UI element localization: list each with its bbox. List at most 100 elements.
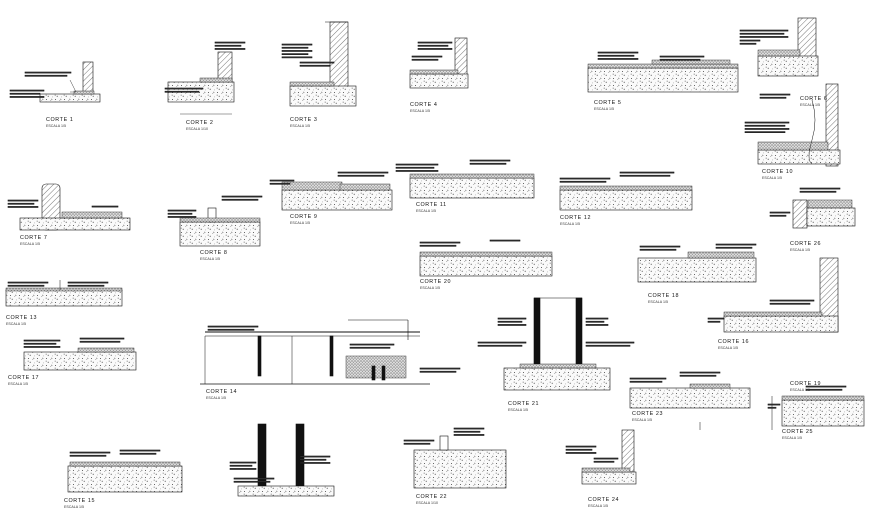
cut-scale: ESCALA 1/5 — [290, 221, 310, 225]
annotation-text — [419, 370, 457, 373]
concrete-slab — [637, 257, 757, 283]
annotation-text — [759, 96, 787, 99]
concrete-slab — [5, 289, 123, 307]
cut-label: CORTE 4 — [410, 102, 438, 108]
cut-label: CORTE 5 — [594, 100, 622, 106]
annotation-text — [739, 29, 789, 32]
annotation-text — [281, 56, 313, 59]
cut-scale: ESCALA 1/5 — [290, 124, 310, 128]
cut-label: CORTE 9 — [290, 214, 318, 220]
finish-layer — [409, 173, 535, 179]
annotation-text — [453, 427, 485, 430]
membrane-curve — [808, 99, 816, 165]
cut-label: CORTE 1 — [46, 117, 74, 123]
annotation-text — [739, 42, 757, 45]
finish-layer — [77, 347, 135, 353]
finish-layer — [581, 467, 631, 473]
annotation-text — [299, 462, 331, 464]
annotation-text — [767, 406, 777, 409]
cut-label: CORTE 3 — [290, 117, 318, 123]
annotation-text — [7, 202, 35, 205]
annotation-text — [805, 385, 847, 388]
annotation-text — [707, 317, 725, 320]
annotation-text — [469, 159, 511, 162]
annotation-text — [739, 32, 785, 35]
post-right — [295, 423, 305, 493]
annotation-text — [597, 54, 635, 57]
annotation-text — [417, 41, 453, 44]
cut-label: CORTE 19 — [790, 381, 822, 387]
concrete-slab — [39, 93, 101, 103]
cut-scale: ESCALA 1/5 — [560, 222, 580, 226]
pier — [381, 365, 386, 381]
annotation-text — [489, 239, 521, 242]
annotation-text — [453, 430, 481, 433]
annotation-text — [744, 124, 786, 127]
finish-layer — [723, 311, 823, 317]
concrete-slab — [409, 73, 469, 89]
cut-scale: ESCALA 1/5 — [782, 436, 802, 440]
finish-layer — [757, 49, 801, 57]
cut-label: CORTE 22 — [416, 494, 448, 500]
cut-label: CORTE 21 — [508, 401, 540, 407]
cut-scale: ESCALA 1/5 — [420, 286, 440, 290]
cut-label: CORTE 23 — [632, 411, 664, 417]
annotation-text — [559, 180, 607, 183]
annotation-text — [453, 434, 485, 436]
annotation-text — [214, 41, 246, 44]
hatched-wall — [329, 21, 349, 91]
finish-layer — [281, 181, 343, 191]
cut-label: CORTE 2 — [186, 120, 214, 126]
annotation-text — [221, 198, 259, 201]
concrete-slab — [419, 255, 553, 277]
hatched-wall — [825, 83, 839, 167]
annotation-text — [281, 46, 309, 49]
annotation-text — [739, 36, 789, 38]
annotation-text — [629, 380, 663, 383]
concrete-slab — [503, 367, 611, 391]
finish-layer — [345, 355, 407, 379]
finish-layer — [687, 251, 755, 259]
annotation-text — [9, 89, 45, 92]
cut-label: CORTE 13 — [6, 315, 38, 321]
annotation-text — [349, 343, 395, 346]
leader-line — [69, 79, 77, 93]
finish-layer — [179, 217, 261, 223]
annotation-text — [744, 131, 786, 134]
annotation-text — [164, 87, 204, 90]
annotation-text — [639, 248, 677, 251]
annotation-text — [214, 48, 246, 50]
cut-label: CORTE 24 — [588, 497, 620, 503]
annotation-text — [67, 281, 109, 284]
annotation-text — [395, 170, 439, 172]
annotation-text — [411, 55, 443, 58]
cut-scale: ESCALA 1/10 — [416, 501, 438, 505]
annotation-text — [565, 452, 597, 454]
annotation-text — [585, 344, 631, 347]
hatched-wall — [621, 429, 635, 473]
cut-scale: ESCALA 1/5 — [416, 209, 436, 213]
concrete-slab — [289, 85, 357, 107]
annotation-text — [769, 302, 811, 305]
concrete-slab — [723, 315, 839, 333]
finish-layer — [69, 461, 181, 467]
cut-scale: ESCALA 1/10 — [186, 127, 208, 131]
concrete-slab — [281, 189, 393, 211]
concrete-slab — [757, 55, 819, 77]
annotation-text — [469, 162, 507, 165]
annotation-text — [477, 344, 523, 347]
concrete-slab — [806, 207, 856, 227]
annotation-text — [769, 299, 815, 302]
annotation-text — [497, 317, 527, 320]
annotation-text — [119, 449, 161, 452]
cut-label: CORTE 16 — [718, 339, 750, 345]
cut-scale: ESCALA 1/5 — [6, 322, 26, 326]
annotation-text — [769, 214, 787, 217]
cut-label: CORTE 8 — [200, 250, 228, 256]
cut-scale: ESCALA 1/5 — [46, 124, 66, 128]
annotation-text — [299, 458, 327, 461]
annotation-text — [403, 439, 435, 442]
finish-layer — [559, 185, 693, 191]
annotation-text — [597, 51, 639, 54]
annotation-text — [411, 58, 439, 61]
